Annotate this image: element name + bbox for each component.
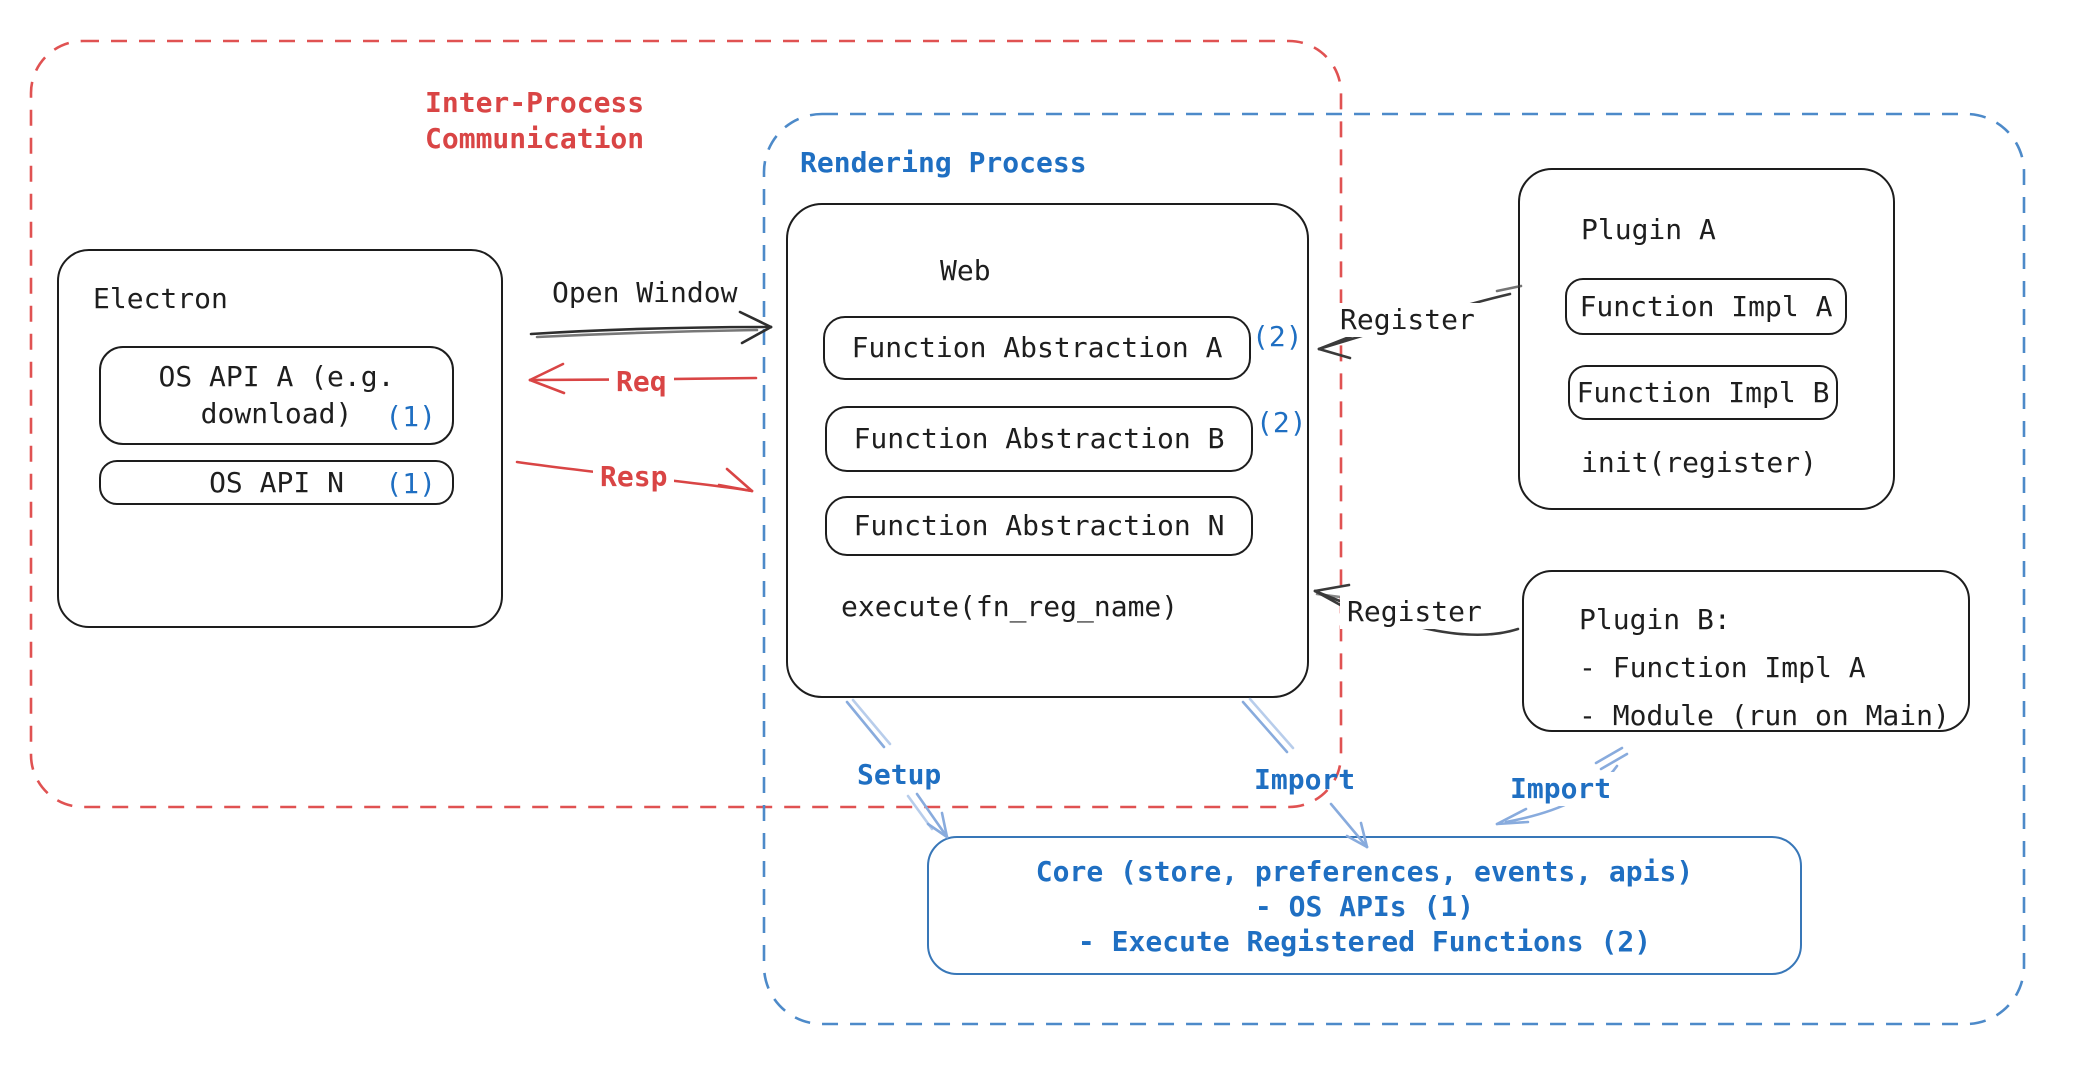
fn-impl-b-label: Function Impl B: [1576, 375, 1830, 409]
plugin-a-title: Plugin A: [1581, 213, 1716, 246]
fn-impl-a-label: Function Impl A: [1579, 289, 1833, 323]
register-top-label: Register: [1333, 303, 1482, 337]
plugin-a-box: Plugin A Function Impl A Function Impl B…: [1518, 168, 1895, 510]
fn-abstraction-n-box: Function Abstraction N: [825, 496, 1253, 556]
fn-abstraction-b-ref: (2): [1256, 406, 1307, 439]
setup-label: Setup: [857, 758, 942, 791]
os-api-n-box: OS API N (1): [99, 460, 454, 505]
plugin-a-init-label: init(register): [1581, 446, 1818, 479]
ipc-region-label: Inter-Process Communication: [425, 86, 645, 155]
electron-title: Electron: [93, 282, 228, 315]
register-bottom-label: Register: [1340, 595, 1489, 629]
web-box: Web Function Abstraction A Function Abst…: [786, 203, 1309, 698]
fn-abstraction-a-ref: (2): [1252, 320, 1303, 353]
core-line2: - OS APIs (1): [1254, 890, 1475, 923]
fn-impl-b-box: Function Impl B: [1568, 365, 1838, 420]
open-window-label: Open Window: [552, 276, 738, 309]
fn-abstraction-b-box: Function Abstraction B: [825, 406, 1253, 472]
os-api-a-line1: OS API A (e.g.: [158, 360, 395, 393]
core-line3: - Execute Registered Functions (2): [1077, 925, 1652, 958]
plugin-b-title: Plugin B:: [1579, 603, 1731, 636]
electron-box: Electron OS API A (e.g. download) (1) OS…: [57, 249, 503, 628]
os-api-n-label: OS API N: [209, 465, 344, 499]
rendering-dashed-box: [762, 112, 2026, 1026]
import-plugin-label: Import: [1503, 772, 1619, 806]
fn-abstraction-n-label: Function Abstraction N: [853, 509, 1225, 542]
fn-abstraction-a-label: Function Abstraction A: [851, 331, 1223, 364]
core-line1: Core (store, preferences, events, apis): [1035, 855, 1694, 888]
plugin-b-box: Plugin B: - Function Impl A - Module (ru…: [1522, 570, 1970, 732]
execute-label: execute(fn_reg_name): [841, 590, 1179, 623]
fn-abstraction-b-label: Function Abstraction B: [853, 422, 1225, 455]
os-api-a-ref: (1): [385, 400, 436, 433]
os-api-n-ref: (1): [385, 467, 436, 500]
plugin-b-item1: - Function Impl A: [1579, 651, 1866, 684]
core-box: Core (store, preferences, events, apis) …: [927, 836, 1802, 975]
fn-impl-a-box: Function Impl A: [1565, 278, 1847, 335]
os-api-a-box: OS API A (e.g. download) (1): [99, 346, 454, 445]
rendering-region-label: Rendering Process: [800, 146, 1087, 179]
os-api-a-line2: download): [200, 397, 353, 430]
req-label: Req: [609, 365, 674, 399]
plugin-b-item2: - Module (run on Main): [1579, 699, 1950, 732]
resp-label: Resp: [593, 460, 675, 494]
ipc-dashed-box: [29, 39, 1343, 809]
import-web-label: Import: [1254, 763, 1356, 796]
web-title: Web: [940, 254, 991, 287]
fn-abstraction-a-box: Function Abstraction A: [823, 316, 1251, 380]
